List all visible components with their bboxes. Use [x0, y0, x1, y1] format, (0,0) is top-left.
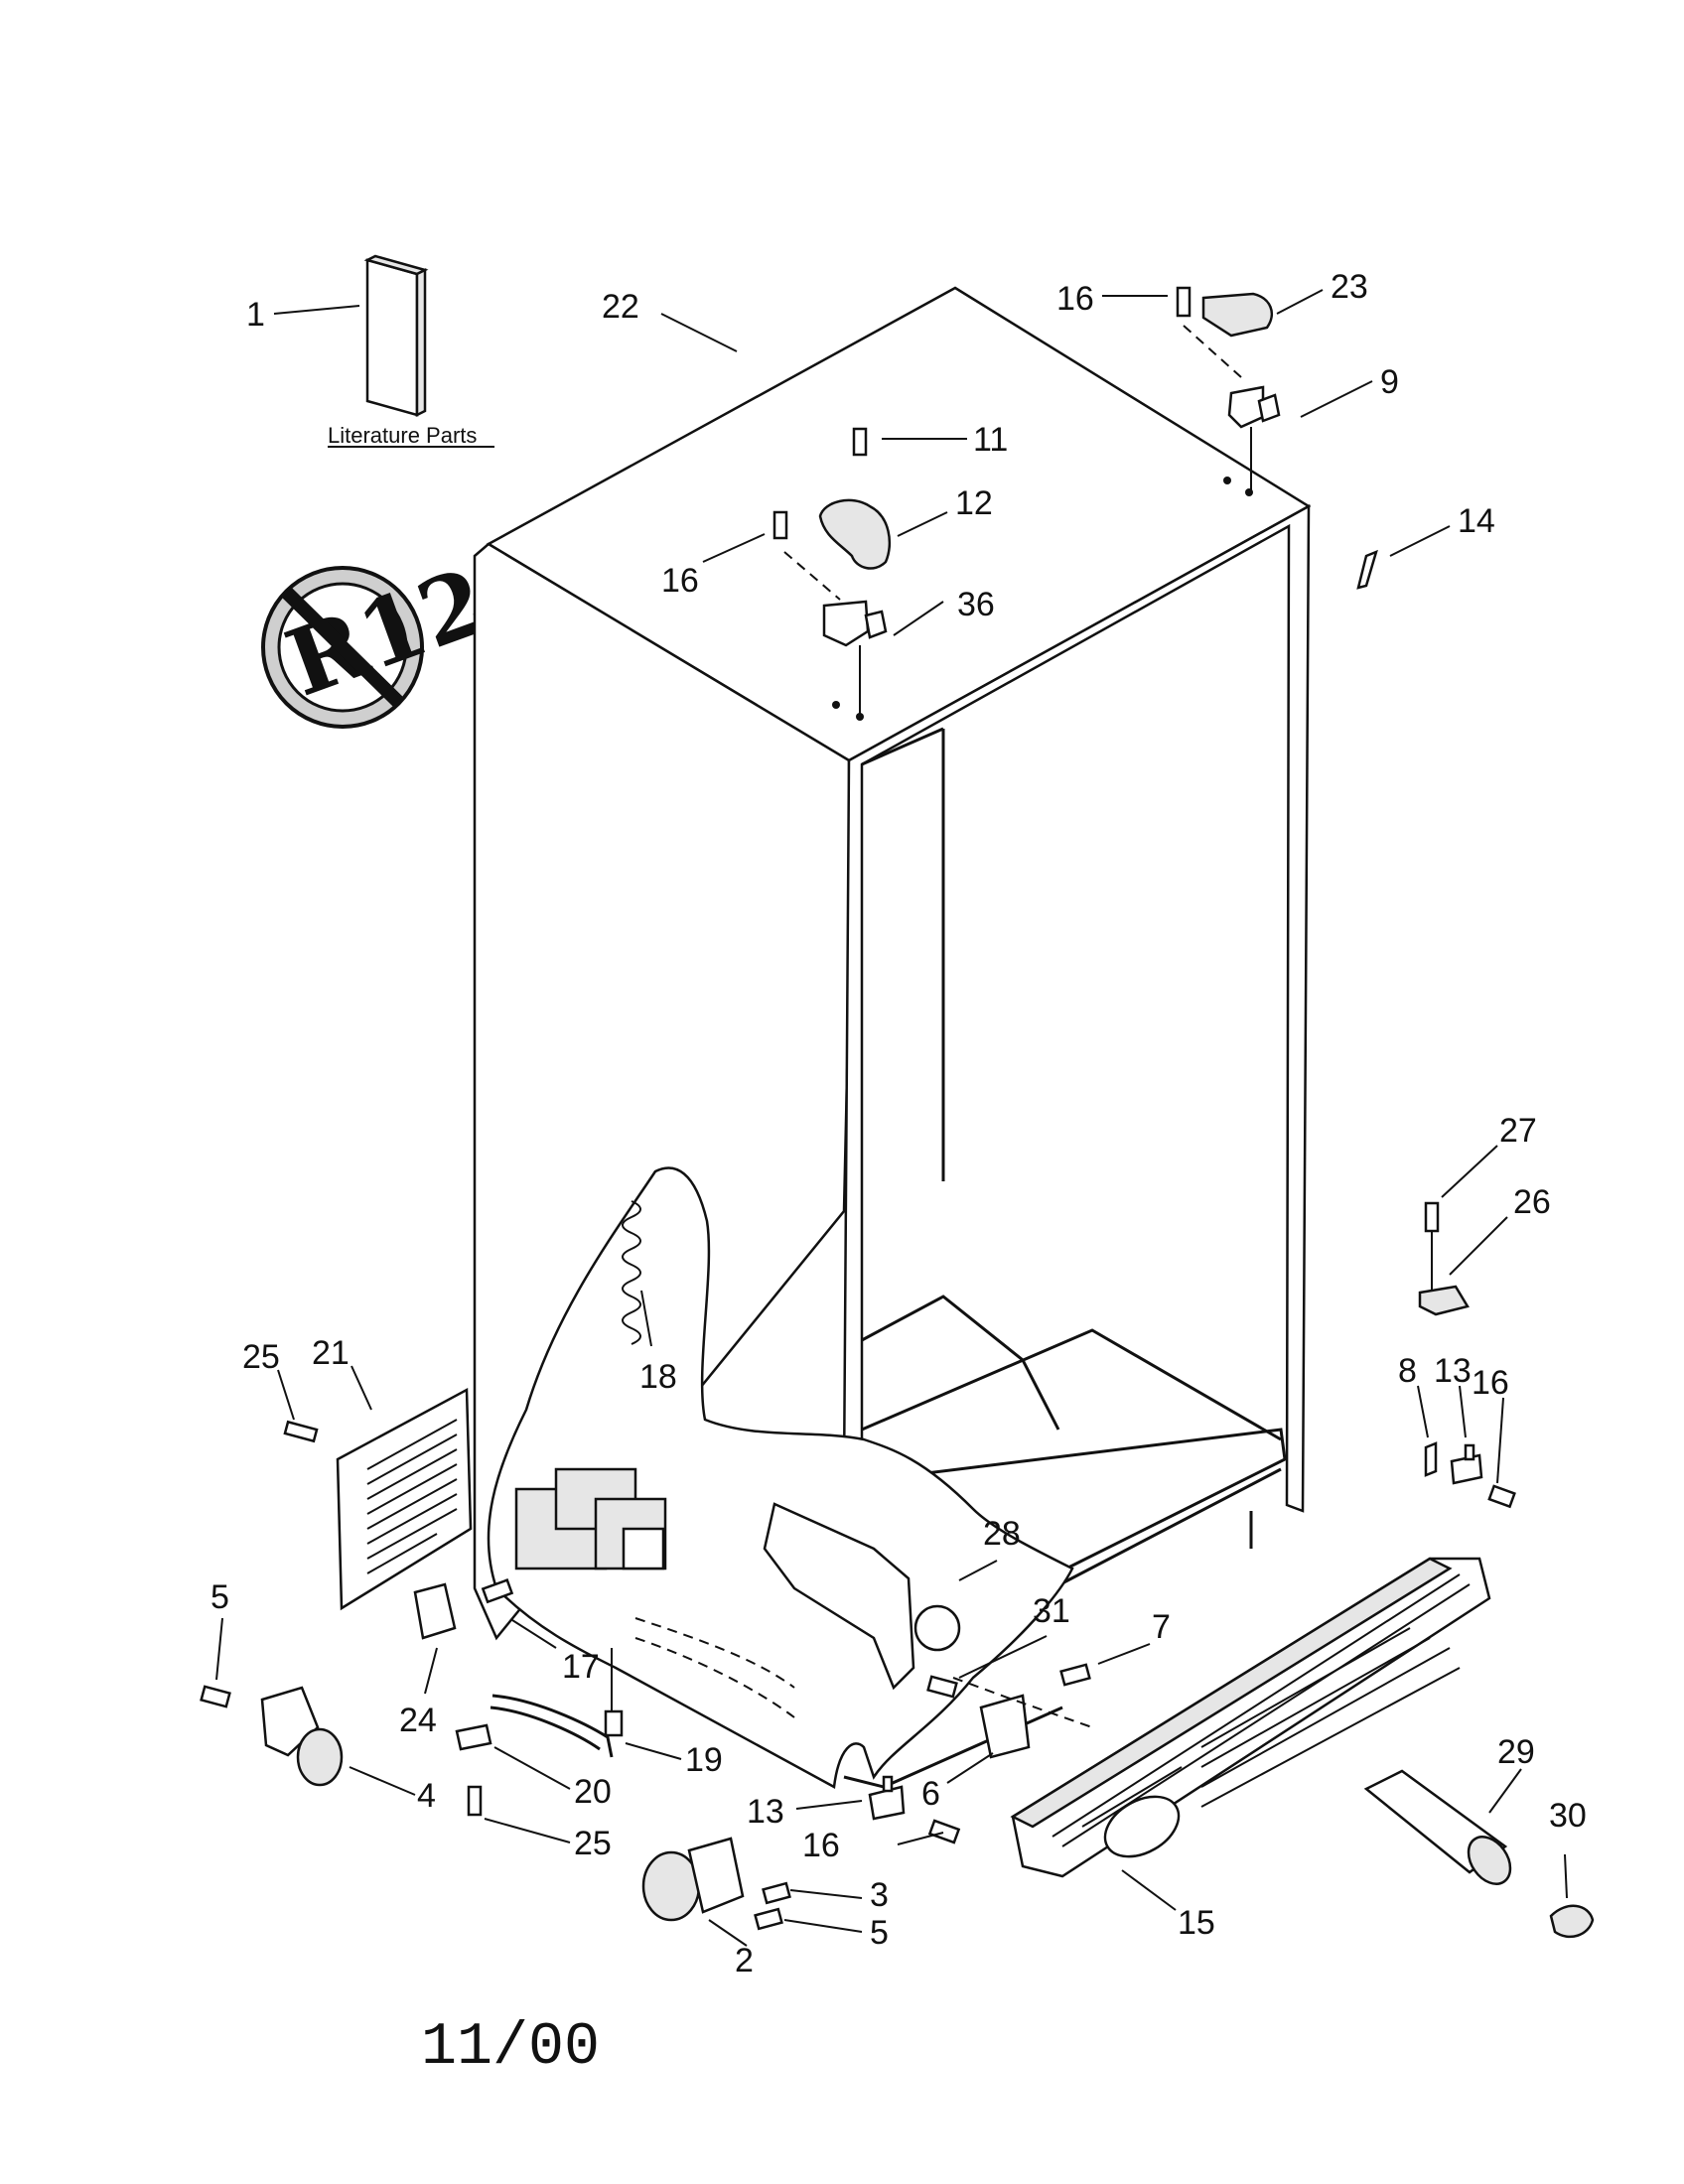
screw-5-left[interactable] — [200, 1685, 231, 1708]
screw-16-lower[interactable] — [927, 1819, 961, 1844]
hinge-26[interactable] — [1418, 1285, 1470, 1316]
clip-14[interactable] — [1356, 549, 1378, 590]
cabinet-cutaway — [487, 1166, 1074, 1789]
screw-11[interactable] — [852, 427, 868, 457]
callout-11: 11 — [973, 421, 1008, 459]
callout-5-lower: 5 — [870, 1914, 889, 1952]
callout-16-top-left: 16 — [661, 562, 699, 600]
hinge-pin-13-lower[interactable] — [868, 1775, 906, 1821]
screw-16-top-right[interactable] — [1176, 286, 1192, 318]
bracket-24[interactable] — [413, 1582, 457, 1640]
top-hinge-9[interactable] — [1227, 385, 1281, 429]
callout-14: 14 — [1458, 502, 1495, 540]
callout-15: 15 — [1178, 1904, 1215, 1942]
hinge-pin-13-right[interactable] — [1450, 1443, 1483, 1485]
callout-9: 9 — [1380, 363, 1399, 401]
leader-lines — [215, 289, 1568, 1947]
bracket-6[interactable] — [979, 1694, 1031, 1759]
shim-8[interactable] — [1424, 1441, 1438, 1477]
literature-booklet[interactable] — [363, 254, 429, 418]
screw-17[interactable] — [481, 1578, 514, 1604]
callout-25-lower: 25 — [574, 1825, 612, 1862]
dash-31-7 — [952, 1677, 1093, 1728]
top-hinge-36[interactable] — [822, 600, 888, 647]
callout-1: 1 — [246, 296, 265, 334]
clamp-20[interactable] — [455, 1723, 492, 1751]
callout-17: 17 — [562, 1648, 600, 1686]
hinge-9-dashline — [1183, 325, 1242, 378]
callout-30: 30 — [1549, 1797, 1587, 1835]
callout-3: 3 — [870, 1876, 889, 1914]
callout-13-right: 13 — [1434, 1352, 1472, 1390]
callout-36: 36 — [957, 586, 995, 623]
date-code: 11/00 — [421, 2014, 600, 2082]
literature-parts-label: Literature Parts — [328, 423, 477, 448]
screw-27[interactable] — [1424, 1201, 1440, 1233]
roller-4[interactable] — [260, 1686, 344, 1787]
screw-25-upper[interactable] — [283, 1420, 319, 1443]
callout-13-lower: 13 — [747, 1793, 784, 1831]
screw-25-lower[interactable] — [467, 1785, 483, 1817]
water-filter-29[interactable] — [1363, 1769, 1519, 1892]
top-hinge-cover-23[interactable] — [1201, 292, 1273, 338]
callout-25-upper: 25 — [242, 1338, 280, 1376]
callout-19: 19 — [685, 1741, 723, 1779]
callout-7: 7 — [1152, 1608, 1171, 1646]
screw-5-lower[interactable] — [754, 1907, 783, 1931]
callout-2: 2 — [735, 1942, 754, 1979]
callout-23: 23 — [1331, 268, 1368, 306]
tube-19[interactable] — [490, 1694, 624, 1758]
callout-26: 26 — [1513, 1183, 1551, 1221]
callout-31: 31 — [1033, 1592, 1070, 1630]
hinge-36-dashline — [783, 551, 841, 601]
no-r12-badge: R12 — [261, 547, 500, 729]
filter-cap-30[interactable] — [1549, 1904, 1595, 1939]
callout-5-left: 5 — [210, 1578, 229, 1616]
callout-4: 4 — [417, 1777, 436, 1815]
callout-6: 6 — [921, 1775, 940, 1813]
screw-31[interactable] — [926, 1675, 958, 1699]
callout-29: 29 — [1497, 1733, 1535, 1771]
screw-16-top-left[interactable] — [772, 510, 788, 540]
callout-12: 12 — [955, 484, 993, 522]
base-grille-15[interactable] — [1010, 1557, 1491, 1878]
screw-7[interactable] — [1059, 1663, 1091, 1687]
callout-16-lower: 16 — [802, 1827, 840, 1864]
callout-21: 21 — [312, 1334, 350, 1372]
callout-16-top-right: 16 — [1056, 280, 1094, 318]
callout-18: 18 — [639, 1358, 677, 1396]
screw-16-right-lower[interactable] — [1487, 1484, 1516, 1509]
callout-22: 22 — [602, 288, 639, 326]
callout-20: 20 — [574, 1773, 612, 1811]
callout-24: 24 — [399, 1702, 437, 1739]
vent-panel-21[interactable] — [336, 1387, 473, 1611]
screw-3[interactable] — [762, 1881, 791, 1905]
roller-2[interactable] — [641, 1837, 745, 1922]
callout-8: 8 — [1398, 1352, 1417, 1390]
callout-27: 27 — [1499, 1112, 1537, 1150]
top-hinge-cover-12[interactable] — [818, 498, 892, 570]
callout-28: 28 — [983, 1515, 1021, 1553]
callout-16-right: 16 — [1472, 1364, 1509, 1402]
callout-numbers: 1 22 16 23 9 11 12 14 16 36 27 26 25 21 … — [210, 268, 1587, 1979]
